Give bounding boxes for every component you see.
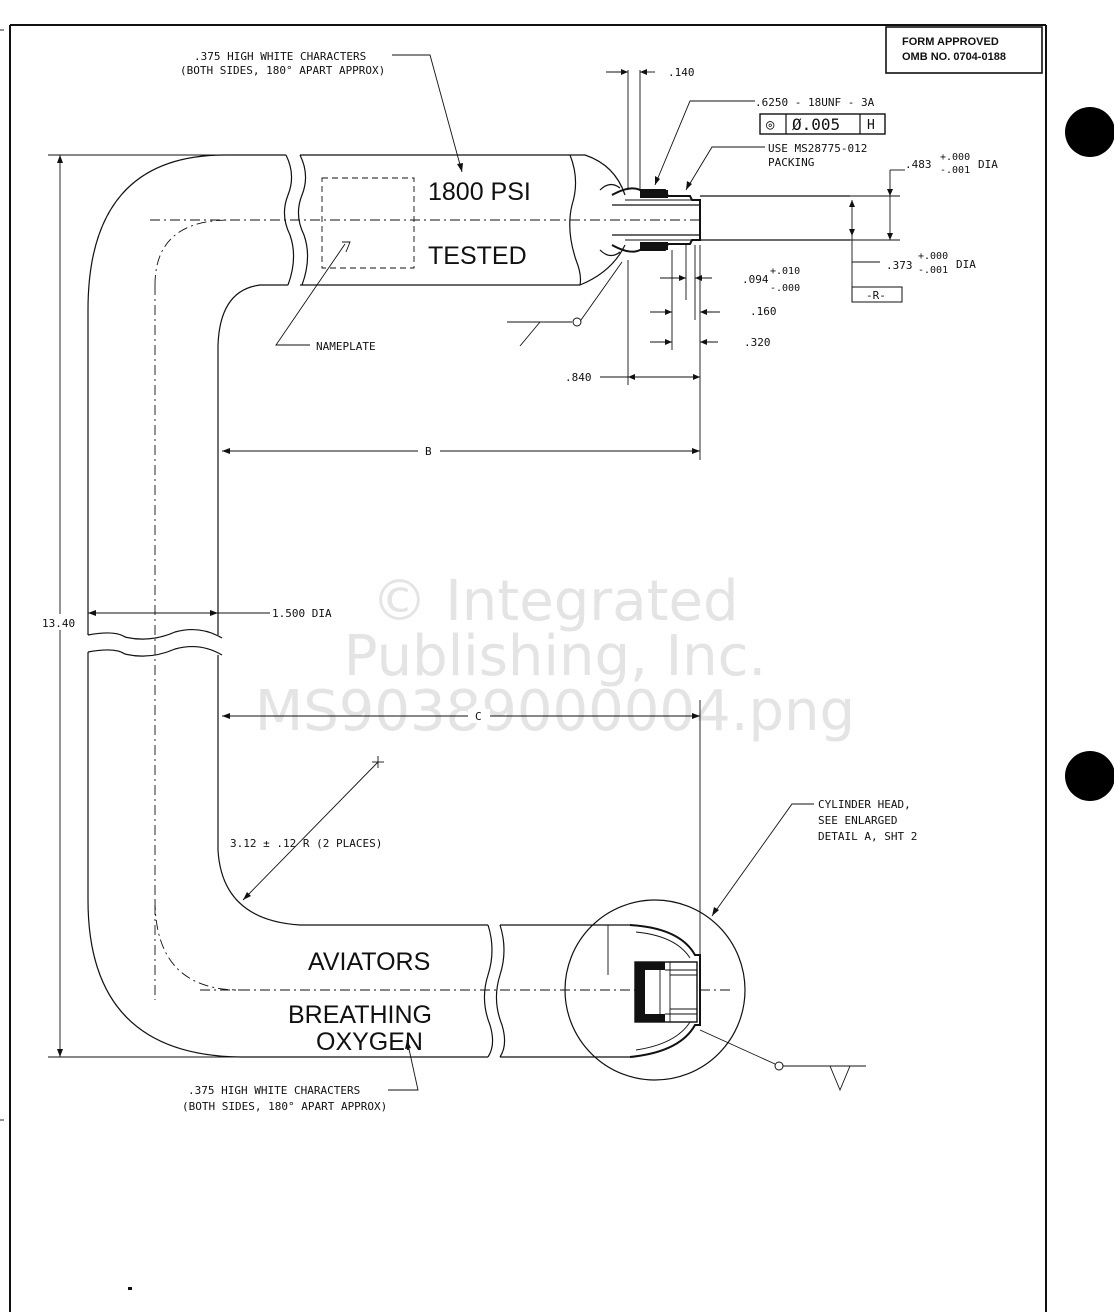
radius-callout: 3.12 ± .12 R (2 PLACES): [230, 756, 384, 901]
dim-483: .483 +.000 -.001 DIA: [850, 152, 998, 241]
dim-140: .140: [606, 66, 695, 79]
dim-483-value: .483: [905, 158, 932, 171]
cylinder-head-detail: [564, 899, 746, 1081]
cyl-head-line2: SEE ENLARGED: [818, 814, 897, 827]
watermark-line1: © Integrated: [371, 569, 738, 634]
tolerance-value: Ø.005: [792, 115, 840, 134]
nameplate: [321, 177, 415, 269]
form-approved-line1: FORM APPROVED: [902, 36, 999, 48]
dim-dia: 1.500 DIA: [88, 607, 332, 620]
sheet-frame: [0, 24, 1047, 1312]
datum-symbol-bottom: [699, 1029, 866, 1092]
dim-b: B: [222, 444, 700, 458]
binder-hole-top: [1065, 107, 1114, 157]
dim-094-plus: +.010: [770, 266, 800, 277]
datum-symbol-top: [507, 261, 623, 347]
dim-373-minus: -.001: [918, 265, 948, 276]
thread-callout: .6250 - 18UNF - 3A: [654, 96, 875, 186]
nameplate-label: NAMEPLATE: [316, 340, 376, 353]
packing-line2: PACKING: [768, 156, 814, 169]
dim-373-plus: +.000: [918, 251, 948, 262]
dim-dia-label: 1.500 DIA: [272, 607, 332, 620]
bottom-chars-line2: (BOTH SIDES, 180° APART APPROX): [182, 1100, 387, 1113]
datum-ref: H: [867, 118, 875, 133]
datum-r-box: -R-: [851, 262, 903, 303]
top-chars-line2: (BOTH SIDES, 180° APART APPROX): [180, 64, 385, 77]
watermark-line2: Publishing, Inc.: [344, 624, 766, 689]
tested-lettering: TESTED: [428, 242, 527, 270]
dim-373-suffix: DIA: [956, 258, 976, 271]
dim-stack: .094 +.010 -.000 .160 .320 .840: [565, 245, 800, 460]
watermark-line3: MS90389000004.png: [255, 679, 855, 744]
thread-label: .6250 - 18UNF - 3A: [755, 96, 875, 109]
breathing-lettering: BREATHING: [288, 1001, 432, 1029]
bottom-chars-line1: .375 HIGH WHITE CHARACTERS: [188, 1084, 360, 1097]
dim-160-value: .160: [750, 305, 777, 318]
dim-094-minus: -.000: [770, 283, 800, 294]
dim-c-label: C: [475, 710, 482, 723]
dim-height: 13.40: [40, 154, 240, 1058]
datum-r-label: -R-: [866, 289, 886, 302]
psi-lettering: 1800 PSI: [428, 178, 531, 206]
stray-mark: [128, 1287, 132, 1290]
concentricity-symbol: ◎: [766, 117, 775, 133]
dim-320-value: .320: [744, 336, 771, 349]
packing-line1: USE MS28775-012: [768, 142, 867, 155]
aviators-lettering: AVIATORS: [308, 948, 430, 976]
cyl-head-line1: CYLINDER HEAD,: [818, 798, 911, 811]
dim-483-minus: -.001: [940, 165, 970, 176]
packing-callout: USE MS28775-012 PACKING: [685, 142, 867, 191]
dim-height-label: 13.40: [42, 617, 75, 630]
valve-outlet-section: [599, 70, 850, 257]
dim-840-value: .840: [565, 371, 592, 384]
dim-373-value: .373: [886, 259, 913, 272]
feature-control-frame: ◎ Ø.005 H: [759, 113, 886, 135]
dim-373: .373 +.000 -.001 DIA: [849, 200, 976, 276]
oxygen-lettering: OXYGEN: [316, 1028, 423, 1056]
dim-c: C: [222, 700, 701, 960]
dim-140-label: .140: [668, 66, 695, 79]
dim-b-label: B: [425, 445, 432, 458]
binder-hole-bottom: [1065, 751, 1114, 801]
cylinder-outline: [87, 154, 730, 1058]
dim-483-plus: +.000: [940, 152, 970, 163]
nameplate-callout: NAMEPLATE: [275, 243, 376, 353]
dim-094-value: .094: [742, 273, 769, 286]
bottom-characters-callout: .375 HIGH WHITE CHARACTERS (BOTH SIDES, …: [182, 1039, 419, 1113]
top-characters-callout: .375 HIGH WHITE CHARACTERS (BOTH SIDES, …: [180, 50, 463, 173]
radius-label: 3.12 ± .12 R (2 PLACES): [230, 837, 382, 850]
form-approved-box: FORM APPROVED OMB NO. 0704-0188: [885, 26, 1043, 74]
dim-483-suffix: DIA: [978, 158, 998, 171]
top-chars-line1: .375 HIGH WHITE CHARACTERS: [194, 50, 366, 63]
form-approved-line2: OMB NO. 0704-0188: [902, 51, 1006, 63]
watermark: © Integrated Publishing, Inc. MS90389000…: [255, 569, 855, 744]
cylinder-head-callout: CYLINDER HEAD, SEE ENLARGED DETAIL A, SH…: [711, 798, 917, 917]
cyl-head-line3: DETAIL A, SHT 2: [818, 830, 917, 843]
